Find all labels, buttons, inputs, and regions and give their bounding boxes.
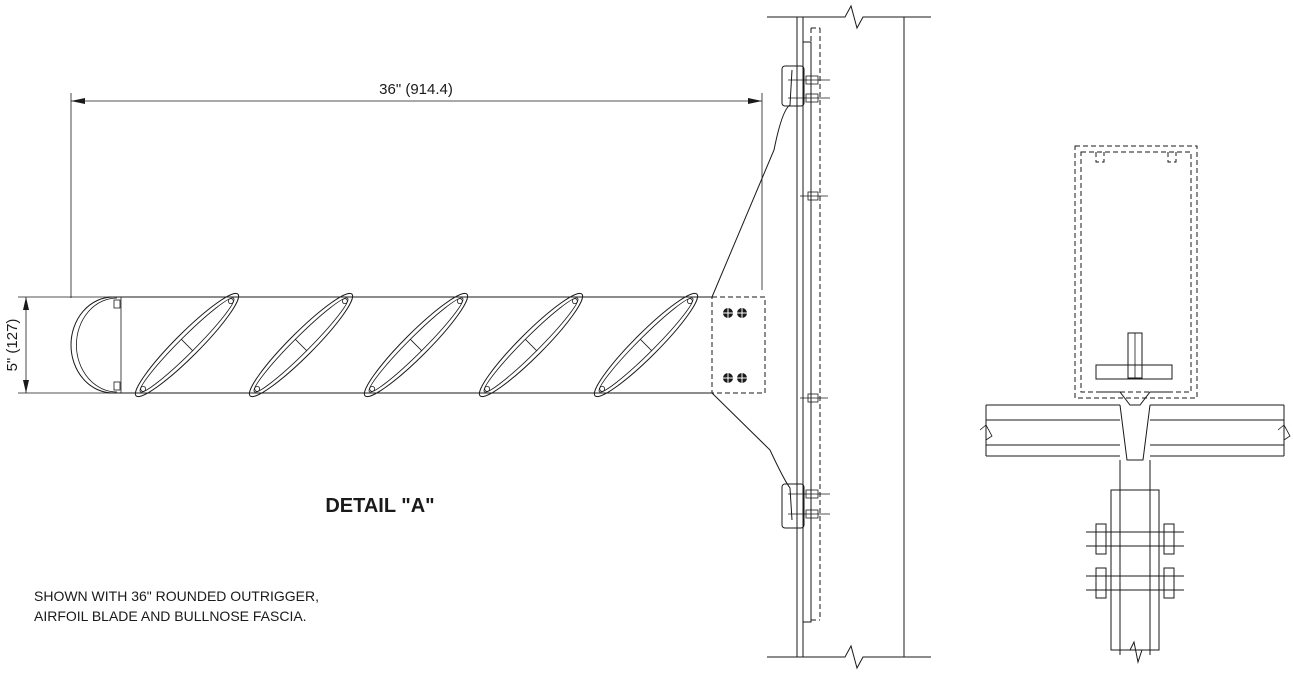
length-dimension: 36" (914.4) [70,81,763,298]
tapered-bracket [711,69,793,521]
height-dimension: 5" (127) [4,296,110,394]
airfoil-blade [134,292,240,398]
note-line-2: AIRFOIL BLADE AND BULLNOSE FASCIA. [34,608,307,624]
airfoil-blade [248,292,354,398]
wall-section [767,4,931,670]
outrigger-arm [70,296,766,394]
clip-angle-bottom [781,483,830,529]
length-dimension-label: 36" (914.4) [379,81,453,98]
bolt-icon [737,308,747,318]
airfoil-blade [478,292,584,398]
height-dimension-label: 5" (127) [4,319,21,372]
clip-angle-top [781,65,830,107]
detail-title: DETAIL "A" [325,495,434,517]
bolt-icon [723,308,733,318]
wall-anchors [800,191,828,403]
airfoil-blade [593,292,699,398]
section-view [979,145,1291,664]
end-plate-bolts [723,308,747,383]
bolt-icon [723,373,733,383]
note-line-1: SHOWN WITH 36" ROUNDED OUTRIGGER, [34,588,319,604]
bolt-icon [737,373,747,383]
airfoil-blade [363,292,469,398]
airfoil-blades [134,292,699,398]
